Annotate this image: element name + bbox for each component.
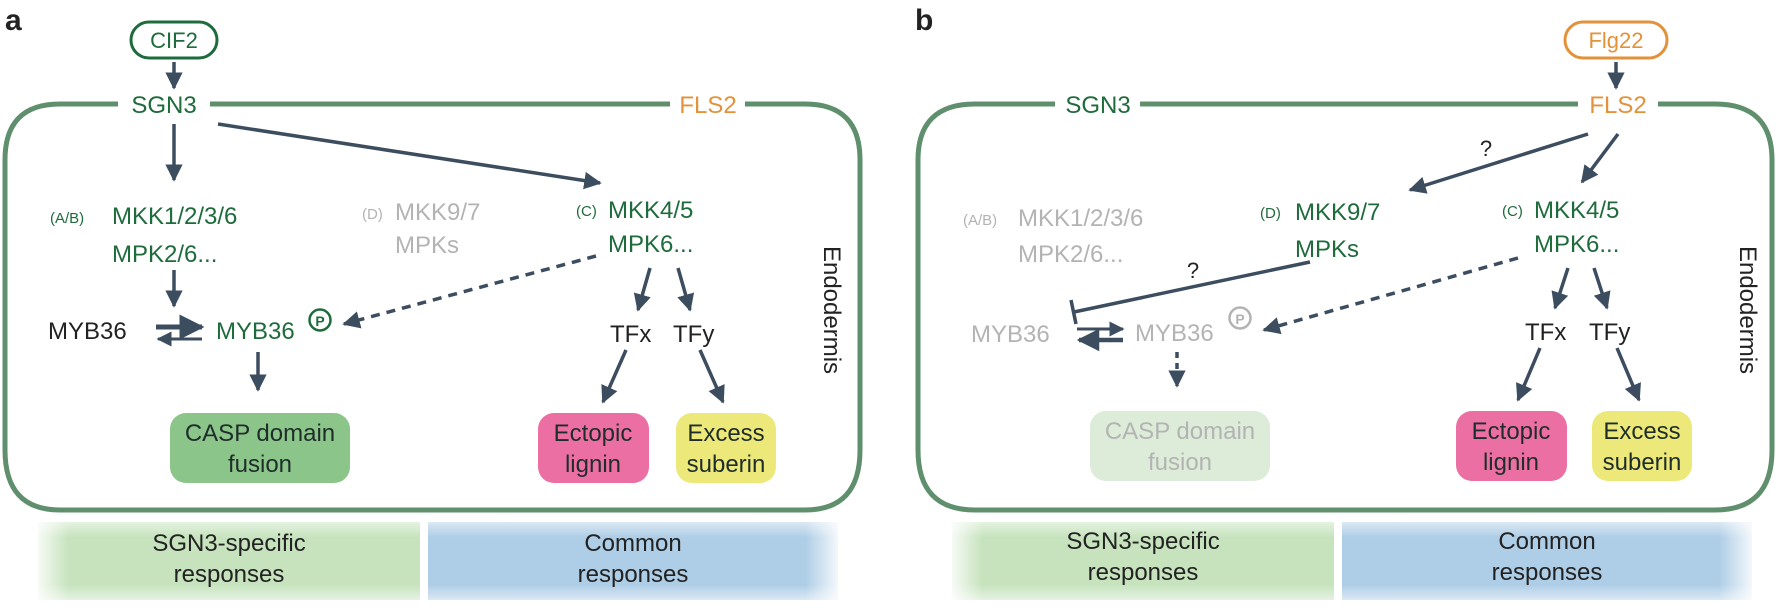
panel-a: a CIF2 SGN3 FLS2 (A/B) MKK1/2/3/6 MPK2/6… [2, 4, 863, 600]
panel-a-mkk-d-1: MKK9/7 [395, 199, 480, 226]
panel-b-sgn3: SGN3 [1065, 92, 1130, 119]
panel-b-fls2: FLS2 [1589, 92, 1646, 119]
panel-a-label: a [5, 4, 22, 37]
panel-b-label: b [915, 4, 933, 37]
panel-a-casp-1: CASP domain [185, 420, 335, 447]
panel-a-lignin-2: lignin [565, 451, 621, 478]
panel-a-ab-tag: (A/B) [50, 210, 84, 227]
panel-b-ligand-pill [1563, 20, 1669, 60]
panel-b-myb36: MYB36 [971, 321, 1050, 348]
panel-a-tfy: TFy [673, 321, 714, 348]
panel-b-suberin-2: suberin [1603, 449, 1682, 476]
panel-b-tfx: TFx [1525, 319, 1566, 346]
panel-b-mkk-c-1: MKK4/5 [1534, 197, 1619, 224]
panel-b-suberin-1: Excess [1603, 418, 1680, 445]
panel-a-phospho-label: P [315, 313, 324, 329]
panel-b: b Flg22 SGN3 FLS2 (A/B) MKK1/2/3/6 MPK2/… [915, 4, 1775, 600]
panel-a-mkk-d-2: MPKs [395, 232, 459, 259]
panel-b-casp-1: CASP domain [1105, 418, 1255, 445]
panel-a-arrow-tfx-lignin [601, 349, 628, 404]
panel-b-band-common-2: responses [1492, 559, 1603, 586]
panel-a-arrow-sgn3-mkkc [217, 122, 602, 190]
panel-b-lignin-1: Ectopic [1472, 418, 1551, 445]
panel-b-casp-2: fusion [1148, 449, 1212, 476]
panel-a-mkk-ab-2: MPK2/6... [112, 241, 217, 268]
panel-b-casp-box [1090, 411, 1270, 481]
panel-a-mkk-c-1: MKK4/5 [608, 197, 693, 224]
panel-a-fls2: FLS2 [679, 92, 736, 119]
panel-a-membrane [2, 101, 863, 513]
panel-a-arrow-mpk6-myb36p-dashed [342, 254, 597, 329]
panel-b-arrow-tfx-lignin [1516, 347, 1542, 402]
panel-a-arrow-mpk6-tfx [633, 267, 652, 312]
panel-a-mkk-ab-1: MKK1/2/3/6 [112, 203, 237, 230]
panel-b-arrow-mpk6-myb36p-dashed [1262, 256, 1519, 335]
panel-a-suberin-2: suberin [687, 451, 766, 478]
panel-b-arrow-mpk6-tfy [1592, 267, 1611, 310]
panel-a-casp-2: fusion [228, 451, 292, 478]
panel-b-arrow-fls2-mkkc [1580, 132, 1620, 184]
panel-b-band-specific-2: responses [1088, 559, 1199, 586]
panel-a-suberin-box [676, 413, 776, 483]
panel-b-d-tag: (D) [1260, 205, 1281, 222]
panel-b-c-tag: (C) [1502, 203, 1523, 220]
panel-b-endodermis-label: Endodermis [1734, 246, 1761, 374]
panel-b-mkk-d-2: MPKs [1295, 236, 1359, 263]
panel-b-inhibition-mpks-myb36 [1073, 260, 1311, 314]
panel-a-c-tag: (C) [576, 203, 597, 220]
panel-a-casp-box [170, 413, 350, 483]
panel-b-mkk-ab-2: MPK2/6... [1018, 241, 1123, 268]
panel-a-d-tag: (D) [362, 206, 383, 223]
panel-a-endodermis-label: Endodermis [818, 246, 845, 374]
panel-a-lignin-1: Ectopic [554, 420, 633, 447]
panel-b-suberin-box [1592, 411, 1692, 481]
panel-a-band-common-1: Common [584, 530, 681, 557]
panel-a-mkk-c-2: MPK6... [608, 231, 693, 258]
panel-a-lignin-box [538, 413, 649, 483]
panel-a-band-specific-2: responses [174, 561, 285, 588]
panel-a-tfx: TFx [610, 321, 651, 348]
panel-a-myb36: MYB36 [48, 318, 127, 345]
panel-a-ligand-pill [129, 20, 219, 60]
panel-a-myb36p: MYB36 [216, 318, 295, 345]
panel-a-suberin-1: Excess [687, 420, 764, 447]
panel-a-band-common-2: responses [578, 561, 689, 588]
panel-b-band-specific-1: SGN3-specific [1066, 528, 1219, 555]
panel-b-band-common-1: Common [1498, 528, 1595, 555]
panel-b-phospho-icon [1228, 306, 1252, 330]
panel-b-question-2: ? [1187, 258, 1199, 283]
panel-b-tfy: TFy [1589, 319, 1630, 346]
panel-b-arrow-tfy-suberin [1615, 347, 1641, 402]
panel-b-myb36p: MYB36 [1135, 320, 1214, 347]
panel-b-arrow-fls2-mkkd [1408, 132, 1589, 194]
panel-b-mkk-ab-1: MKK1/2/3/6 [1018, 205, 1143, 232]
panel-b-membrane [915, 101, 1775, 513]
panel-b-lignin-box [1456, 411, 1567, 481]
panel-a-arrow-tfy-suberin [698, 349, 725, 404]
panel-b-question-1: ? [1480, 136, 1492, 161]
panel-b-lignin-2: lignin [1483, 449, 1539, 476]
panel-a-band-specific-1: SGN3-specific [152, 530, 305, 557]
panel-b-mkk-d-1: MKK9/7 [1295, 199, 1380, 226]
panel-a-phospho-icon [308, 308, 332, 332]
panel-b-phospho-label: P [1235, 311, 1244, 327]
panel-b-arrow-mpk6-tfx [1551, 267, 1570, 310]
panel-b-ab-tag: (A/B) [963, 212, 997, 229]
panel-a-ligand: CIF2 [150, 28, 198, 53]
panel-b-inhibition-bar [1069, 299, 1078, 325]
panel-a-sgn3: SGN3 [131, 92, 196, 119]
panel-b-mkk-c-2: MPK6... [1534, 231, 1619, 258]
panel-b-ligand: Flg22 [1588, 28, 1643, 53]
panel-a-arrow-mpk6-tfy [676, 267, 695, 312]
